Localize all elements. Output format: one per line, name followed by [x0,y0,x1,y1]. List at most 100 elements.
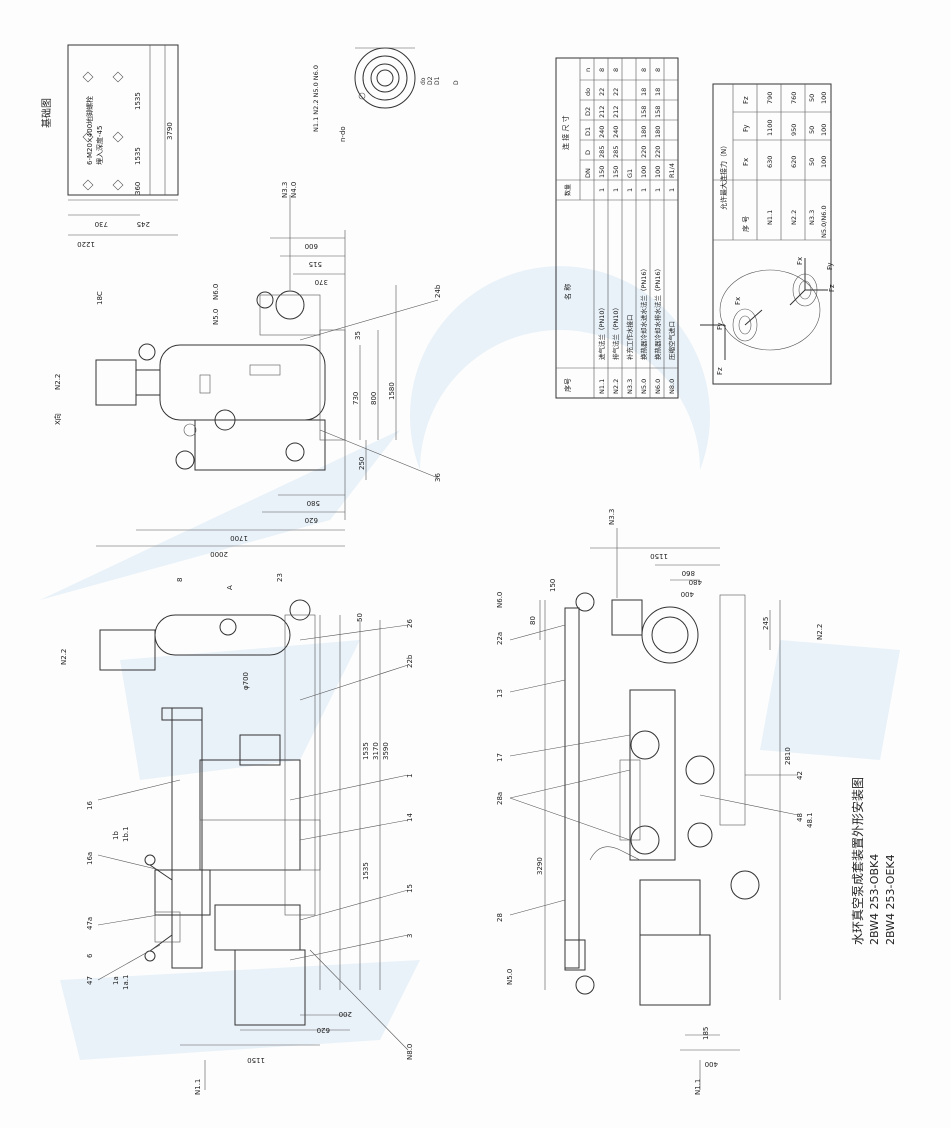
front-label-3: 3 [406,934,414,938]
nozzle-col-d: D [584,150,592,155]
front-label-n80: N8.0 [406,1044,414,1060]
table-row: N1.1 进气法兰（PN10） 1 150 285 240 212 22 8 [597,68,606,394]
nozzle-header-name: 名 称 [563,284,572,300]
cell-name: 补充工作水接口 [625,315,634,361]
cell-qty: 1 [612,188,620,192]
cell-fx: 630 [766,156,774,168]
front-label-1a1: 1a.1 [122,975,130,990]
side-dim-1150: 1150 [650,552,668,560]
front-label-n22: N2.2 [60,649,68,665]
side-dim-400b: 400 [705,1060,718,1068]
cell-seq: N6.0 [654,379,662,394]
front-dim-3590: 3590 [382,742,390,760]
front-label-16: 16 [86,801,94,810]
front-label-23: 23 [276,573,284,582]
cell-qty: 1 [654,188,662,192]
front-label-n11: N1.1 [194,1079,202,1095]
top-dim-580: 580 [307,499,320,507]
table-row: N2.2 排气法兰（PN10） 1 150 285 240 212 22 8 [611,68,620,394]
axis-label-fx: Fx [796,257,804,265]
foundation-title: 基础图 [40,98,53,128]
nozzle-col-dn: DN [584,168,592,178]
cell-do: 22 [598,88,606,96]
cell-d1: 180 [654,126,662,138]
cell-qty: 1 [668,188,676,192]
cell-fy: 100 [820,124,828,136]
cell-fy: 950 [790,124,798,136]
top-label-35: 35 [354,331,362,340]
foundation-dim-1535a: 1535 [134,147,142,165]
force-header-fz: Fz [742,96,750,104]
front-dim-1535b: 1535 [362,862,370,880]
side-label-n60: N6.0 [496,592,504,608]
cell-d: 285 [612,146,620,158]
foundation-dim-730: 730 [95,220,108,228]
cell-fx: 50 [808,158,816,166]
foundation-dim-1535b: 1535 [134,92,142,110]
foundation-drawing: 基础图 6-M20×400地脚螺栓 埋入深度-45 1220 730 245 3… [40,44,179,248]
foundation-depth-note: 埋入深度-45 [95,126,104,165]
flange-label-d: D [453,80,460,85]
force-table-title: 允许最大连接力（N） [719,142,728,210]
cell-d2: 212 [598,106,606,118]
top-label-n33: N3.3 [281,182,289,198]
cell-name: 换热器冷却水排水法兰（PN16） [653,265,662,360]
top-dim-515: 515 [309,260,322,268]
side-label-22a: 22a [496,632,504,645]
front-label-1: 1 [406,774,414,778]
front-label-47: 47 [86,976,94,985]
foundation-dim-3790: 3790 [166,122,174,140]
side-label-13: 13 [496,689,504,698]
side-dim-860: 860 [682,569,695,577]
flange-label-ndo: n-do [339,126,347,142]
side-view: 1150 860 480 400 150 80 245 2810 3290 18… [496,509,824,1095]
cell-n: 8 [654,68,662,72]
cell-seq: N1.1 [598,379,606,394]
table-row: N6.0 换热器冷却水排水法兰（PN16） 1 100 220 180 158 … [653,68,662,394]
cell-name: 排气法兰（PN10） [611,304,620,360]
foundation-dim-1220: 1220 [77,240,95,248]
cell-d1: 180 [640,126,648,138]
cell-seq: N2.2 [790,210,798,225]
front-label-14: 14 [406,813,414,822]
side-dim-80: 80 [529,616,537,625]
top-label-18c: 18C [96,291,104,305]
force-rows: N1.1 630 1100 790 N2.2 620 950 760 N3.3 … [766,92,828,238]
foundation-bolts [82,71,124,191]
front-dim-50: 50 [356,613,364,622]
nozzle-header-seq: 序号 [563,378,572,392]
side-label-n11: N1.1 [694,1079,702,1095]
cell-n: 8 [612,68,620,72]
side-dim-150: 150 [549,579,557,592]
top-label-n40: N4.0 [290,182,298,198]
cell-n: 8 [598,68,606,72]
cell-fz: 100 [820,92,828,104]
front-dim-620: 620 [317,1026,330,1034]
front-label-26: 26 [406,619,414,628]
nozzle-col-d1: D1 [584,127,592,136]
nozzle-table: 序号 名 称 数量 连 接 尺 寸 DN D D1 D2 do n N1.1 进… [555,57,679,399]
model-number-1: 2BW4 253-OBK4 [868,854,881,945]
table-row: N8.0 压缩空气进口 1 R1/4 [667,163,676,394]
cell-d2: 212 [612,106,620,118]
front-label-a: A [226,585,234,590]
flange-sketch: N1.1 N2.2 N5.0 N6.0 n-do do D2 D1 D [312,47,460,142]
front-label-1a: 1a [112,976,120,985]
front-label-1b: 1b [112,831,120,840]
axis-label-fy: Fy [826,262,834,270]
top-label-n50: N5.0 [212,309,220,325]
top-dim-1580: 1580 [388,382,396,400]
cell-d: 220 [654,146,662,158]
table-row: N5.0/N6.0 100 100 100 [820,92,828,238]
nozzle-col-do: do [584,88,592,96]
force-sketch: Fx Fy Fz Fx Fy Fz [700,257,836,375]
cell-name: 压缩空气进口 [667,321,676,360]
front-label-1b1: 1b.1 [122,826,130,842]
nozzle-header-qty: 数量 [564,184,572,196]
top-dim-370: 370 [315,278,328,286]
foundation-bolt-note: 6-M20×400地脚螺栓 [85,96,94,165]
side-label-n50: N5.0 [506,969,514,985]
foundation-dim-245: 245 [137,220,150,228]
